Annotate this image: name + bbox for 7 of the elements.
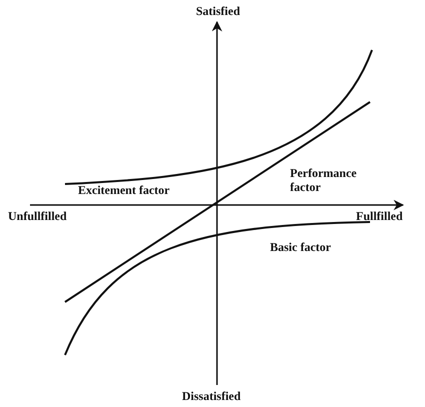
axis-label: Dissatisfied: [182, 389, 241, 403]
axis-label: Satisfied: [196, 4, 240, 18]
axis-label: Fullfilled: [356, 209, 403, 223]
curve-label: Basic factor: [270, 240, 331, 254]
curve-label: Performance factor: [290, 166, 358, 194]
axis-label: Unfullfilled: [8, 209, 67, 223]
curve-label: Excitement factor: [78, 183, 170, 197]
